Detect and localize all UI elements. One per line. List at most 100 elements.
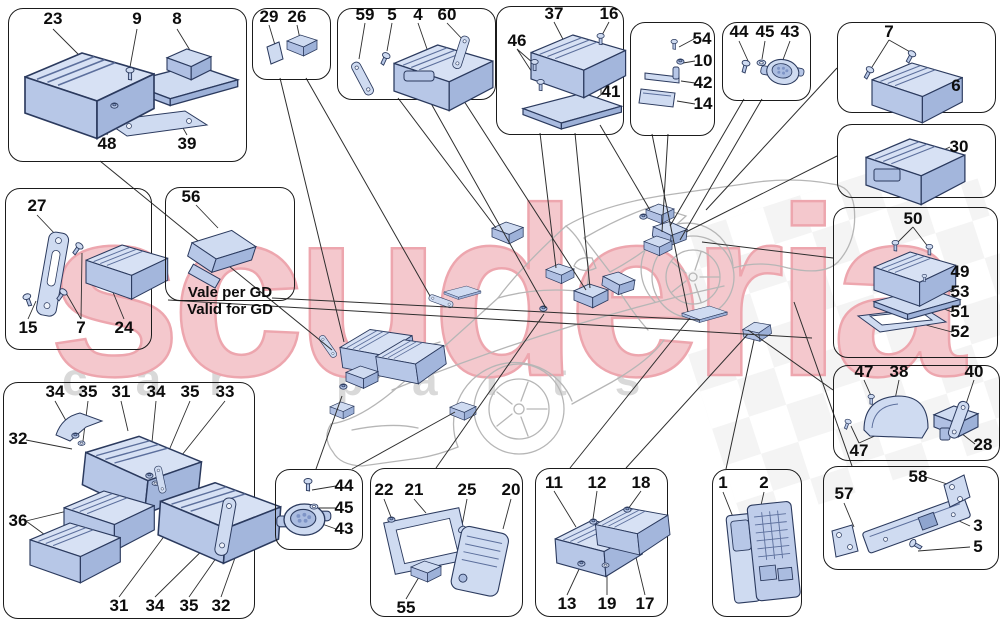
callout-26: 26 [287, 7, 307, 26]
parts-panel-n: 44 45 43 [275, 469, 363, 550]
callout-21: 21 [404, 480, 424, 499]
parts-panel-o: 22 21 25 20 55 [370, 468, 523, 617]
callout-43: 43 [780, 22, 800, 41]
callout-5: 5 [387, 5, 397, 24]
parts-panel-b: 29 26 [252, 7, 331, 80]
callout-56: 56 [181, 187, 201, 206]
panel-b-drawing [266, 24, 318, 65]
parts-panel-p: 11 12 18 13 19 17 [535, 468, 673, 617]
watermark-brand: scuderia [47, 158, 967, 426]
callout-33: 33 [215, 382, 235, 401]
parts-panel-c: 59 5 4 60 [337, 5, 496, 112]
callout-34c: 34 [145, 596, 165, 615]
panel-h-drawing [865, 138, 966, 206]
gd-note-italian: Vale per GD [187, 284, 273, 301]
callout-44b: 44 [334, 476, 354, 495]
callout-37: 37 [544, 4, 564, 23]
callout-29: 29 [259, 7, 279, 26]
callout-39: 39 [177, 134, 197, 153]
callout-46: 46 [507, 31, 527, 50]
callout-50: 50 [903, 209, 923, 228]
panel-f-drawing [738, 40, 807, 89]
callout-58: 58 [908, 467, 928, 486]
callout-22: 22 [374, 480, 394, 499]
callout-10: 10 [693, 51, 713, 70]
callout-24: 24 [114, 318, 134, 337]
callout-32b: 32 [211, 596, 231, 615]
parts-panel-k: 56 Vale per GD Valid for GD [165, 187, 295, 318]
callout-45: 45 [755, 22, 775, 41]
parts-panel-h: 30 [837, 124, 996, 206]
callout-30: 30 [949, 137, 969, 156]
panel-l-drawing [842, 379, 979, 445]
parts-panel-f: 44 45 43 [722, 22, 811, 101]
callout-1: 1 [718, 473, 728, 492]
callout-54: 54 [692, 29, 712, 48]
parts-panel-m: 34 35 31 34 35 33 32 36 31 34 35 32 [3, 382, 283, 619]
callout-6: 6 [951, 76, 961, 95]
callout-52: 52 [950, 322, 970, 341]
callout-14: 14 [693, 94, 713, 113]
callout-57: 57 [834, 484, 854, 503]
callout-44: 44 [729, 22, 749, 41]
callout-34: 34 [45, 382, 65, 401]
panel-g-drawing [861, 39, 963, 124]
callout-45b: 45 [334, 498, 354, 517]
callout-3: 3 [973, 516, 983, 535]
callout-23: 23 [43, 9, 63, 28]
callout-15: 15 [18, 318, 38, 337]
panel-c-drawing [349, 22, 494, 112]
callout-42: 42 [693, 73, 713, 92]
parts-panel-l: 47 38 40 47 28 [833, 362, 1000, 461]
callout-32: 32 [8, 429, 28, 448]
callout-35: 35 [78, 382, 98, 401]
callout-38: 38 [889, 362, 909, 381]
callout-13: 13 [557, 594, 577, 613]
callout-48: 48 [97, 134, 117, 153]
callout-60: 60 [437, 5, 457, 24]
panel-o-drawing [383, 498, 512, 600]
panel-q-drawing [722, 491, 801, 604]
callout-2: 2 [759, 473, 769, 492]
callout-5b: 5 [973, 537, 983, 556]
parts-panel-r: 58 57 3 5 [823, 466, 999, 570]
callout-11: 11 [545, 473, 563, 492]
callout-35c: 35 [179, 596, 199, 615]
panel-p-drawing [553, 490, 673, 596]
parts-panel-d: 37 16 46 41 [496, 4, 627, 135]
callout-51: 51 [950, 302, 970, 321]
panel-m-drawing [25, 400, 283, 598]
parts-panel-a: 23 9 8 48 39 [8, 8, 247, 162]
callout-41: 41 [601, 82, 621, 101]
parts-panel-j: 27 15 7 24 [5, 188, 169, 350]
callout-9: 9 [132, 9, 142, 28]
gd-note-english: Valid for GD [187, 301, 273, 318]
callout-43b: 43 [334, 519, 354, 538]
callout-53: 53 [950, 282, 970, 301]
callout-47b: 47 [849, 441, 869, 460]
panel-d-drawing [516, 21, 627, 130]
callout-49: 49 [950, 262, 970, 281]
parts-panel-g: 7 6 [837, 22, 996, 124]
callout-17: 17 [635, 594, 655, 613]
parts-panel-q: 1 2 [712, 469, 802, 617]
callout-19: 19 [597, 594, 617, 613]
callout-55: 55 [396, 598, 416, 617]
callout-31b: 31 [109, 596, 129, 615]
callout-7b: 7 [76, 318, 86, 337]
panel-e-drawing [638, 38, 696, 108]
parts-panel-e: 54 10 42 14 [630, 22, 715, 136]
callout-36: 36 [8, 511, 28, 530]
callout-20: 20 [501, 480, 521, 499]
callout-34b: 34 [146, 382, 166, 401]
callout-16: 16 [599, 4, 619, 23]
callout-7: 7 [884, 22, 894, 41]
callout-28: 28 [973, 435, 993, 454]
panel-r-drawing [831, 474, 971, 558]
callout-31: 31 [111, 382, 131, 401]
callout-25: 25 [457, 480, 477, 499]
callout-47: 47 [854, 362, 874, 381]
panel-a-drawing [24, 28, 239, 140]
panel-i-drawing [856, 226, 961, 333]
